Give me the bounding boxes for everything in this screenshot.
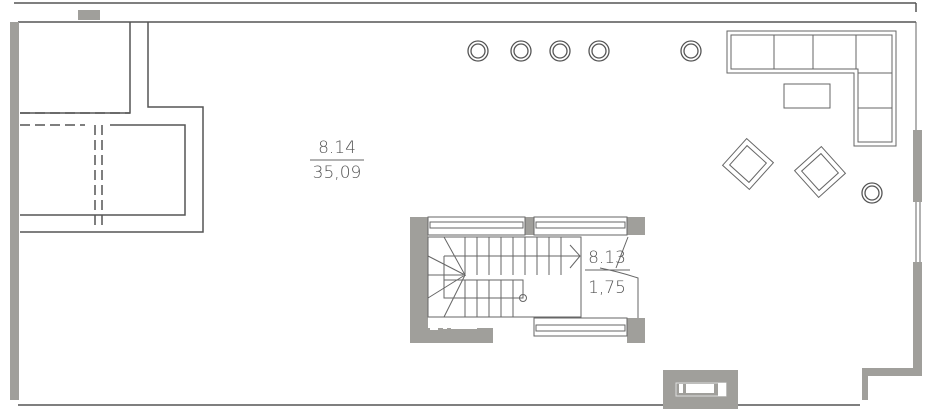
room-number: 8.14 [318,138,356,158]
stair-core: 8.13 1,75 [410,216,645,343]
plant-icon [861,182,883,204]
corner-sofa-icon [726,30,897,147]
room-area: 35,09 [313,163,362,183]
left-shaft [20,22,204,233]
staircase-icon [427,236,582,318]
armchair-icon [793,145,847,199]
armchair-icon [721,137,775,191]
room-label-8-14: 8.14 35,09 [310,138,364,183]
room-number: 8.13 [588,248,626,268]
room-area: 1,75 [588,278,626,298]
plant-icon [549,40,571,62]
outer-walls [10,2,922,409]
plant-icon [680,40,702,62]
plant-icon [467,40,489,62]
plant-icon [510,40,532,62]
plant-icons [467,40,883,204]
plant-icon [588,40,610,62]
